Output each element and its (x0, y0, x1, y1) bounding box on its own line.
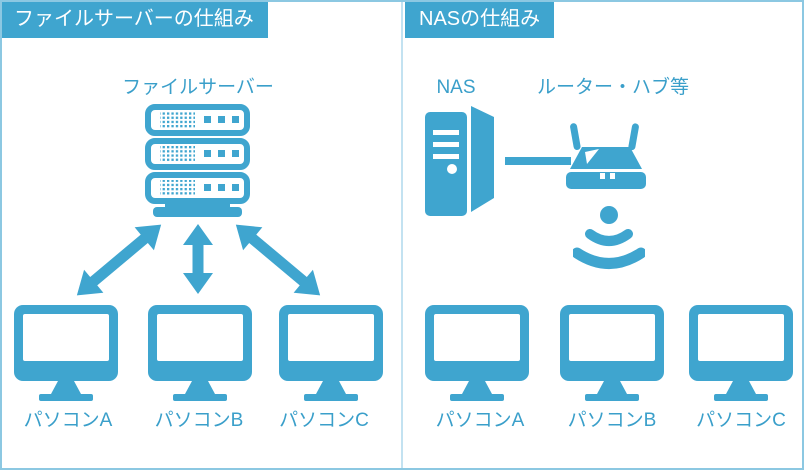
pc-c-label: パソコンC (279, 410, 369, 431)
server-to-pc-arrows (76, 224, 321, 296)
file-server-panel: ファイルサーバーの仕組み ファイルサーバー (2, 2, 401, 468)
double-arrow-right-icon (235, 224, 321, 296)
pc-a-label: パソコンA (435, 410, 525, 431)
network-cable (505, 157, 571, 165)
panel-divider (401, 2, 403, 468)
server-rack-icon (145, 104, 250, 217)
file-server-panel-title: ファイルサーバーの仕組み (2, 2, 268, 38)
file-server-label: ファイルサーバー (122, 77, 274, 98)
nas-panel-title: NASの仕組み (405, 2, 555, 38)
computer-monitor-icon (14, 305, 118, 401)
double-arrow-middle-icon (183, 224, 213, 294)
computer-monitor-icon (279, 305, 383, 401)
computer-monitor-icon (689, 305, 793, 401)
computer-monitor-icon (148, 305, 252, 401)
pc-b-label: パソコンB (154, 410, 244, 431)
nas-label: NAS (436, 77, 476, 98)
computer-monitor-icon (425, 305, 529, 401)
router-icon (566, 123, 646, 189)
pc-b-label: パソコンB (567, 410, 657, 431)
pc-c-label: パソコンC (696, 410, 786, 431)
pc-a-label: パソコンA (23, 410, 113, 431)
router-hub-label: ルーター・ハブ等 (536, 77, 689, 98)
nas-panel: NASの仕組み NAS ルーター・ハブ等 (403, 2, 802, 468)
computer-monitor-icon (560, 305, 664, 401)
double-arrow-left-icon (76, 224, 162, 296)
nas-tower-icon (425, 106, 494, 216)
wifi-signal-icon (573, 206, 645, 269)
